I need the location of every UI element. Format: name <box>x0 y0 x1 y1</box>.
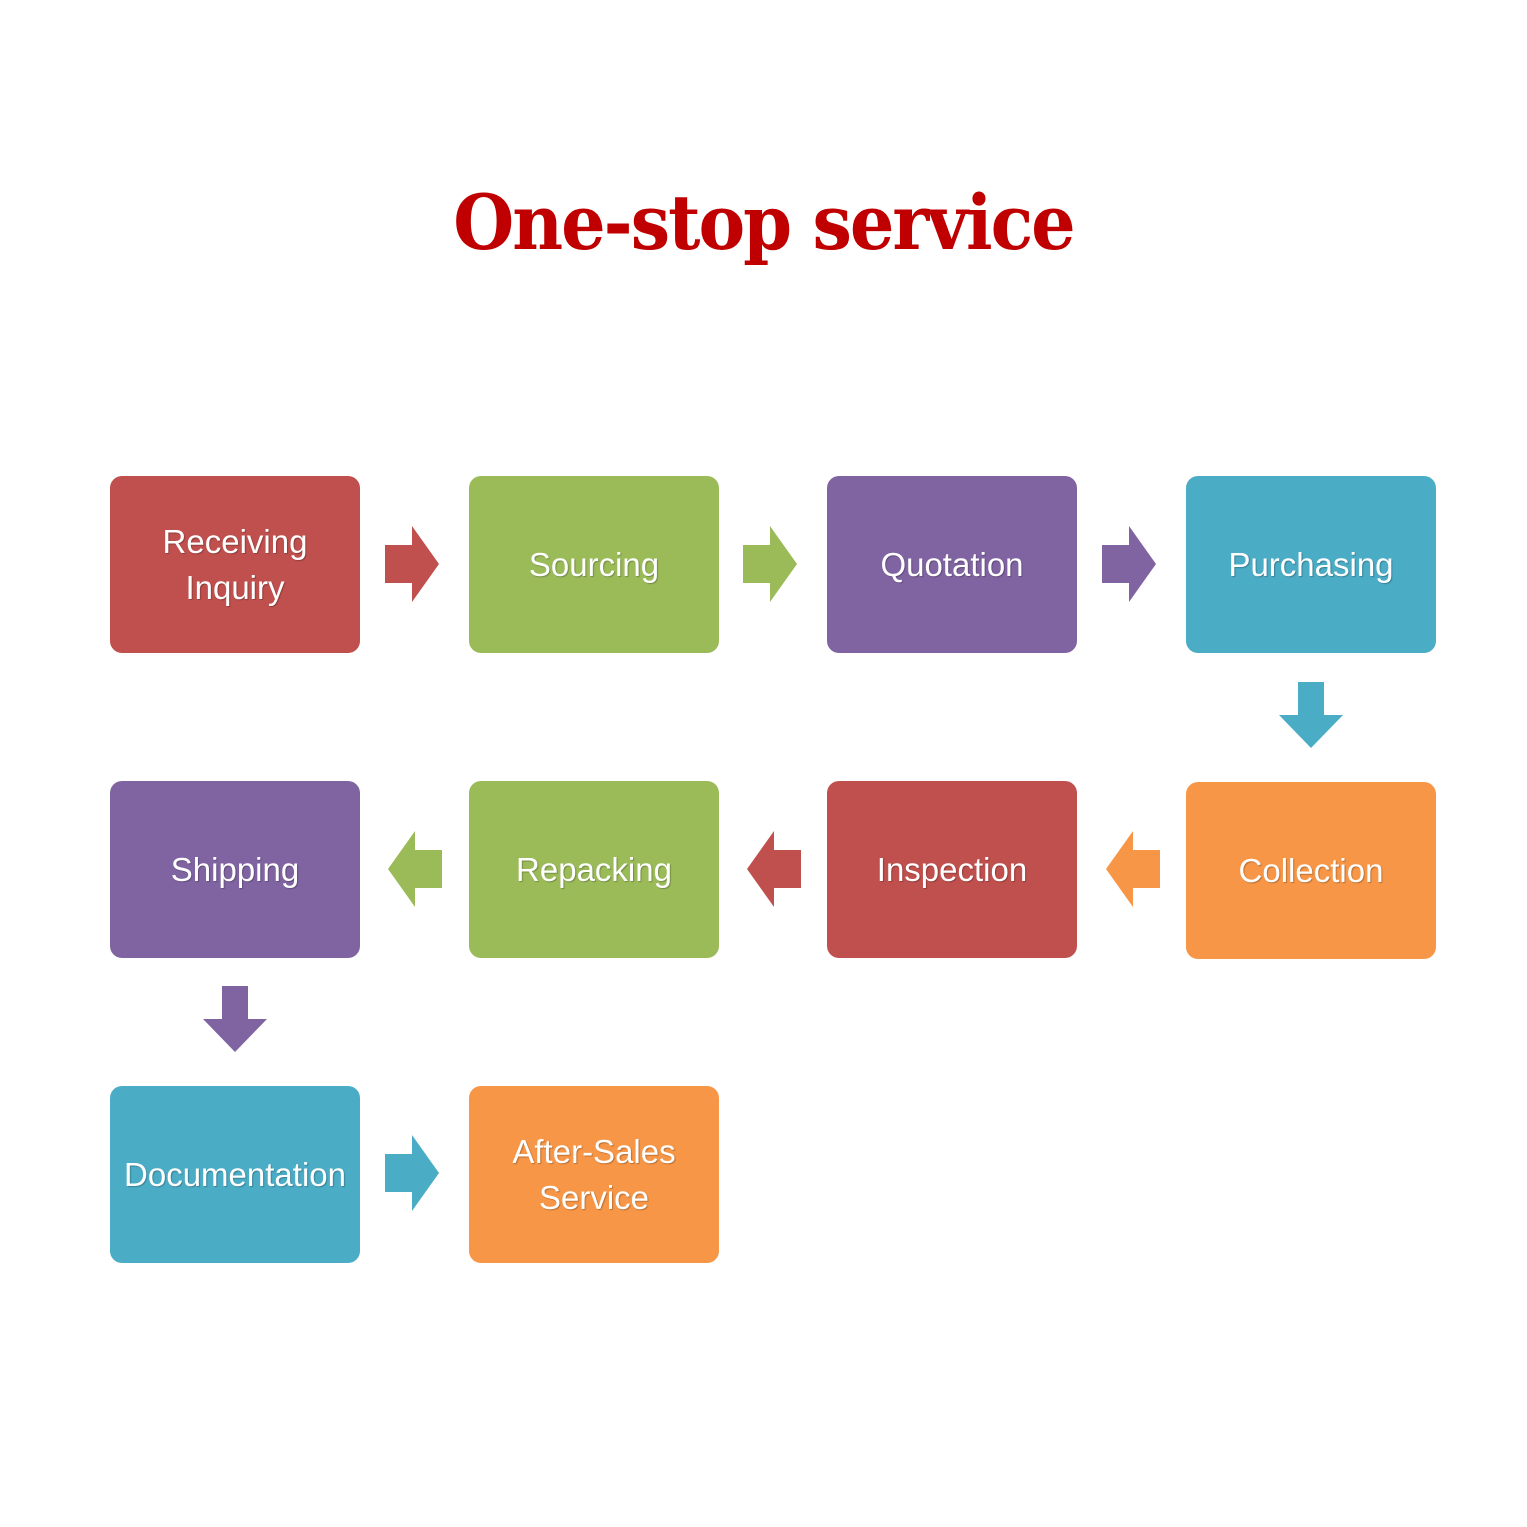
arrow-right-icon <box>385 1135 439 1211</box>
arrow-left-icon <box>1106 831 1160 907</box>
step-documentation: Documentation <box>110 1086 360 1263</box>
step-quotation: Quotation <box>827 476 1077 653</box>
step-receiving-inquiry: Receiving Inquiry <box>110 476 360 653</box>
step-label: Documentation <box>124 1155 346 1193</box>
arrow-left-icon <box>388 831 442 907</box>
arrow-right-icon <box>743 526 797 602</box>
step-purchasing: Purchasing <box>1186 476 1436 653</box>
arrow-down-icon <box>203 986 267 1052</box>
arrow-left-icon <box>747 831 801 907</box>
step-label: Sourcing <box>528 545 660 583</box>
step-shipping: Shipping <box>110 781 360 958</box>
step-label: Receiving Inquiry <box>162 522 308 606</box>
step-label: Shipping <box>170 850 300 888</box>
step-label: Collection <box>1238 851 1384 889</box>
step-label: Inspection <box>876 850 1028 888</box>
diagram-title: One-stop service <box>453 177 1075 268</box>
arrow-right-icon <box>385 526 439 602</box>
step-sourcing: Sourcing <box>469 476 719 653</box>
arrow-down-icon <box>1279 682 1343 748</box>
step-label: Quotation <box>880 545 1024 583</box>
step-collection: Collection <box>1186 782 1436 959</box>
step-inspection: Inspection <box>827 781 1077 958</box>
step-label: Repacking <box>516 850 672 888</box>
step-label: After-Sales Service <box>512 1132 676 1216</box>
step-after-sales-service: After-Sales Service <box>469 1086 719 1263</box>
step-label: Purchasing <box>1228 545 1394 583</box>
step-repacking: Repacking <box>469 781 719 958</box>
arrow-right-icon <box>1102 526 1156 602</box>
